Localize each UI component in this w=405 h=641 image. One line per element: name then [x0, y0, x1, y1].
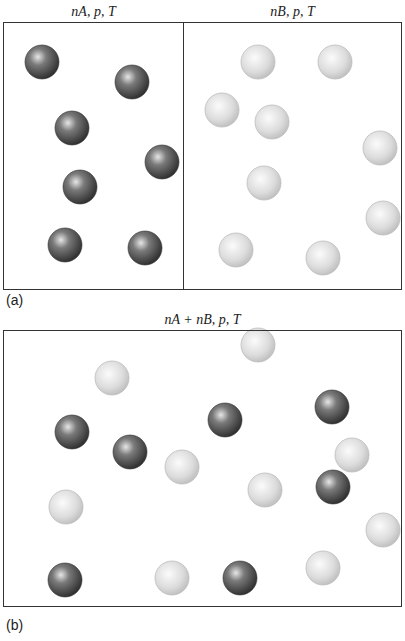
gas-container: nB, p, T: [183, 22, 402, 290]
panel-label: (a): [6, 292, 23, 308]
state-heading: nA + nB, p, T: [162, 312, 242, 327]
state-heading: nB, p, T: [268, 4, 316, 19]
state-heading-row: nB, p, T: [184, 2, 401, 20]
panel-label: (b): [6, 617, 23, 633]
dark-molecules: [25, 45, 350, 597]
state-heading: nA, p, T: [69, 4, 117, 19]
gas-container: nA, p, T: [3, 22, 184, 290]
light-molecules: [49, 45, 400, 595]
state-heading-row: nA, p, T: [4, 2, 183, 20]
gas-container: nA + nB, p, T: [3, 330, 402, 607]
state-heading-row: nA + nB, p, T: [4, 310, 401, 328]
